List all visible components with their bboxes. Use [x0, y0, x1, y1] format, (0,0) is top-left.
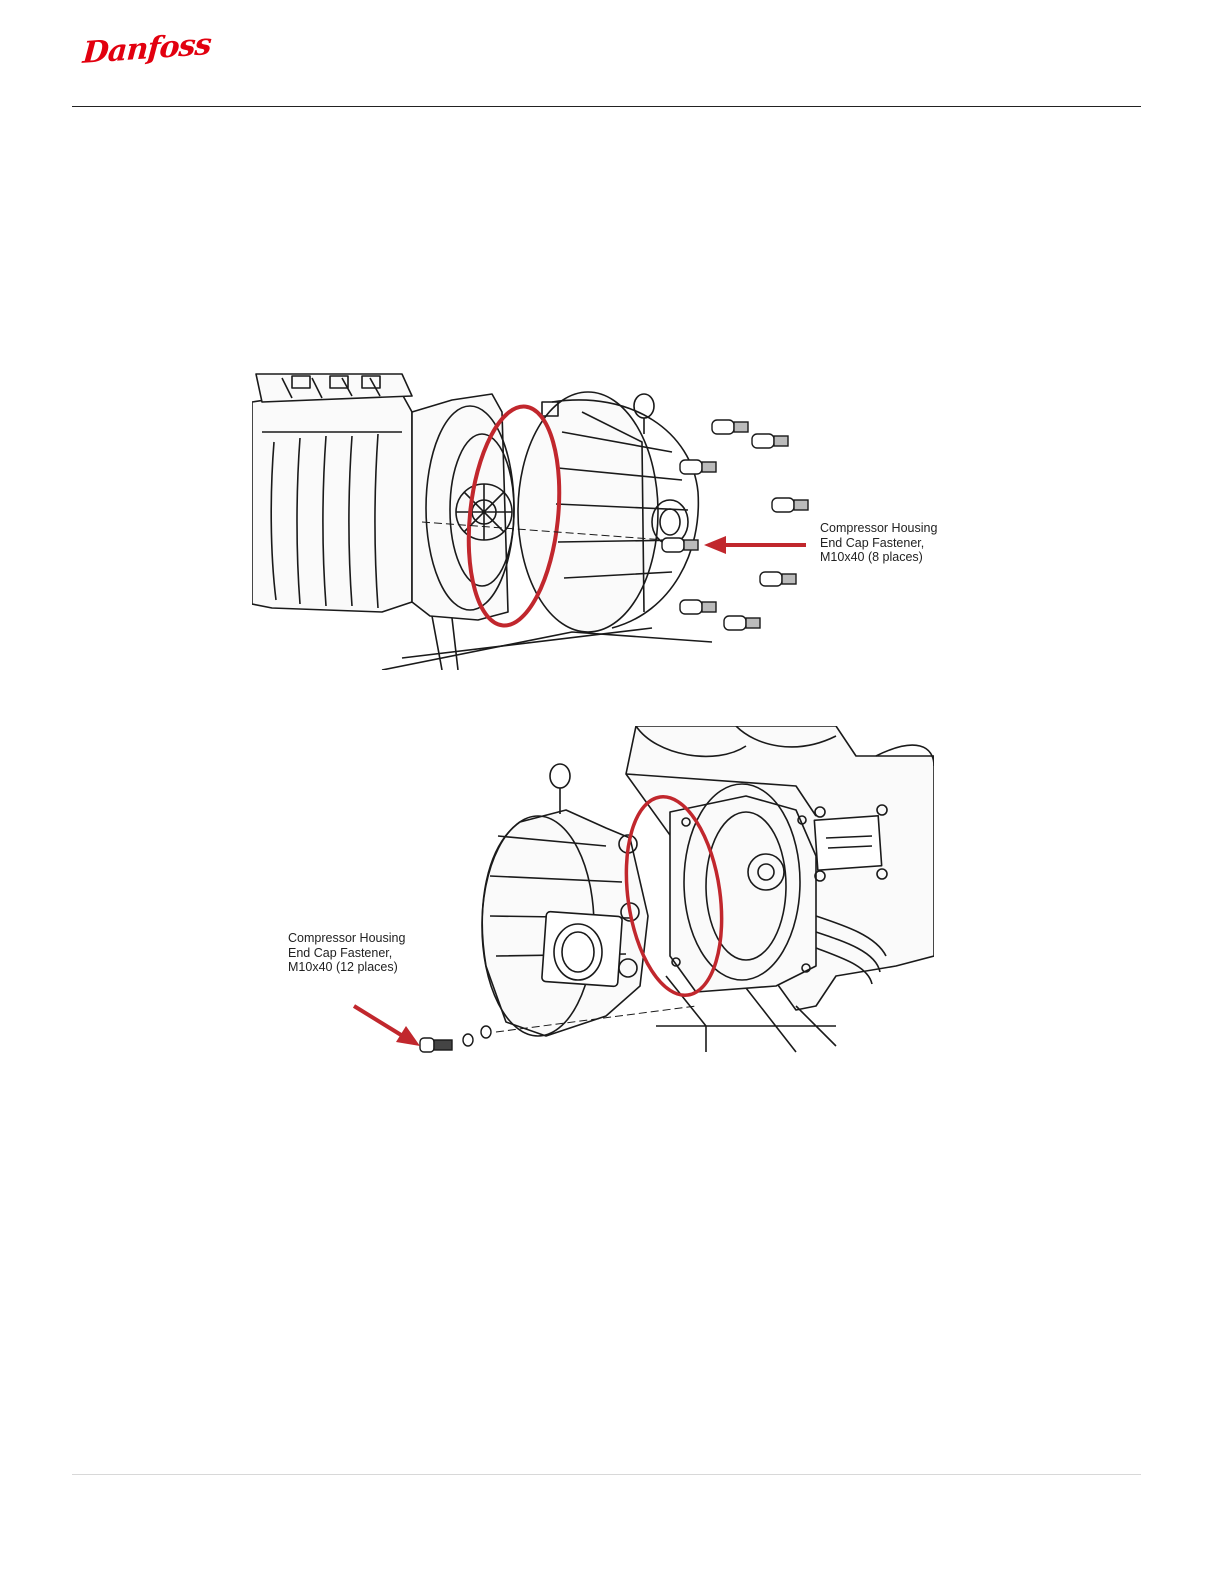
callout-line: Compressor Housing	[288, 931, 405, 946]
callout-line: End Cap Fastener,	[288, 946, 405, 961]
callout-line: M10x40 (8 places)	[820, 550, 937, 565]
fastener-bolt	[712, 420, 748, 434]
figure-end-cap-12-places	[276, 726, 934, 1056]
footer-divider	[72, 1474, 1141, 1475]
danfoss-logo: Danfoss	[82, 27, 212, 71]
fastener-bolt	[680, 460, 716, 474]
fastener-bolt	[662, 538, 698, 552]
callout-line: End Cap Fastener,	[820, 536, 937, 551]
callout-line: Compressor Housing	[820, 521, 937, 536]
fastener-bolt	[680, 600, 716, 614]
fastener-bolt	[724, 616, 760, 630]
exploded-view-drawing-2	[276, 726, 934, 1056]
callout-arrow	[704, 536, 806, 554]
callout-line: M10x40 (12 places)	[288, 960, 405, 975]
fastener-bolt	[760, 572, 796, 586]
fastener-bolt	[420, 1026, 491, 1052]
fastener-bolt	[772, 498, 808, 512]
callout-label-1: Compressor Housing End Cap Fastener, M10…	[820, 521, 937, 565]
header-divider	[72, 106, 1141, 107]
callout-arrow	[354, 1006, 420, 1046]
callout-label-2: Compressor Housing End Cap Fastener, M10…	[288, 931, 405, 975]
fastener-bolt	[752, 434, 788, 448]
